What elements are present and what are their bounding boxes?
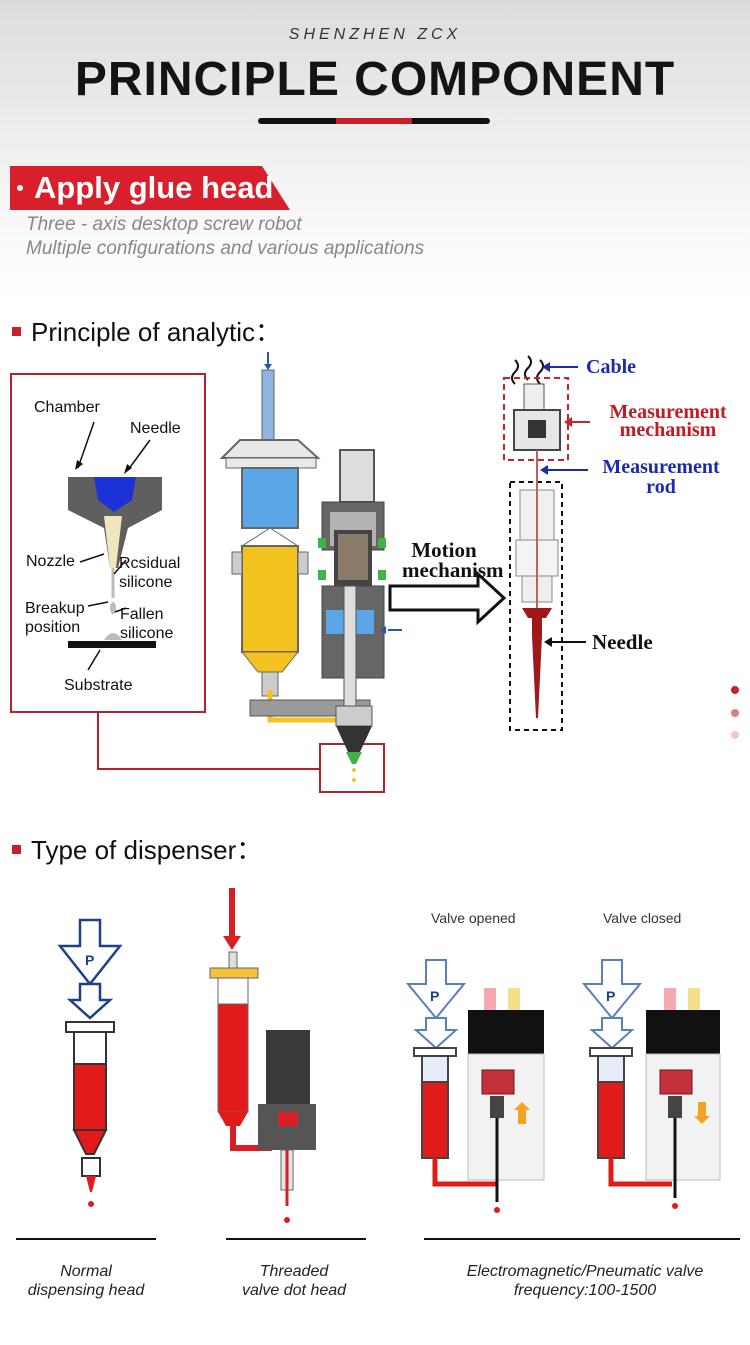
caption-valve-line-2: frequency:100-1500 (513, 1282, 657, 1299)
valve-opened-figure (405, 959, 740, 1240)
pressure-symbol-opened: P (430, 988, 440, 1004)
dispenser-heading: Type of dispenser： (12, 830, 262, 867)
caption-threaded: Threaded valve dot head (222, 1262, 366, 1300)
label-needle: Needle (130, 420, 181, 437)
caption-threaded-line-2: valve dot head (241, 1282, 347, 1299)
threaded-dispenser-figure (209, 888, 366, 1240)
caption-normal-line-2: dispensing head (27, 1282, 145, 1299)
pressure-symbol-closed: P (606, 988, 616, 1004)
glue-head-subtitle-2: Multiple configurations and various appl… (26, 238, 425, 259)
caption-valve: Electromagnetic/Pneumatic valve frequency… (430, 1262, 740, 1300)
measurement-rod-line-1: Measurement (602, 456, 720, 478)
label-residual: Rcsidual silicone (119, 554, 180, 592)
label-fallen-line-1: Fallen (120, 606, 164, 623)
pager-dot-2[interactable] (731, 709, 739, 717)
principle-heading-text: Principle of analytic： (31, 317, 281, 347)
valve-closed-figure (581, 959, 721, 1209)
label-chamber: Chamber (34, 399, 100, 416)
measurement-mechanism-line-1: Measurement (609, 401, 727, 423)
label-residual-line-1: Rcsidual (119, 555, 181, 572)
label-nozzle: Nozzle (26, 553, 75, 570)
measurement-rod-line-2: rod (646, 476, 676, 498)
title-underline-accent (336, 118, 412, 124)
caption-valve-line-1: Electromagnetic/Pneumatic valve (466, 1263, 704, 1280)
principle-heading: Principle of analytic： (12, 312, 281, 349)
label-residual-line-2: silicone (119, 574, 173, 591)
label-breakup-line-2: position (25, 619, 81, 636)
caption-normal: Normal dispensing head (16, 1262, 156, 1300)
motion-label-line-1: Motion (411, 538, 477, 562)
needle-right-label: Needle (592, 630, 653, 654)
label-fallen: Fallen silicone (120, 605, 173, 643)
normal-dispenser-figure (16, 918, 156, 1240)
title-underline (258, 118, 490, 124)
motion-label-line-2: mechanism (402, 558, 504, 582)
label-breakup: Breakup position (25, 599, 85, 637)
glue-head-subtitle-1: Three - axis desktop screw robot (26, 214, 302, 235)
valve-closed-label: Valve closed (603, 910, 682, 926)
header-background (0, 0, 750, 300)
section-bullet-icon (12, 326, 21, 336)
caption-normal-line-1: Normal (60, 1263, 112, 1280)
brand-name: SHENZHEN ZCX (288, 26, 462, 43)
dispenser-heading-text: Type of dispenser： (31, 835, 263, 865)
page-title: PRINCIPLE COMPONENT (74, 53, 676, 106)
label-substrate: Substrate (64, 677, 133, 694)
dispenser-diagram (16, 888, 740, 1240)
pager-dot-3[interactable] (731, 731, 739, 739)
pager-dot-1[interactable] (731, 686, 739, 694)
section-bullet-icon (12, 844, 21, 854)
glue-head-tag: Apply glue head (10, 166, 290, 210)
principle-diagram (10, 352, 590, 793)
measurement-mechanism-line-2: mechanism (619, 419, 717, 441)
pressure-symbol-normal: P (85, 952, 95, 968)
label-fallen-line-2: silicone (120, 625, 174, 642)
caption-threaded-line-1: Threaded (259, 1263, 329, 1280)
cable-label: Cable (586, 356, 636, 378)
glue-head-title: Apply glue head (34, 170, 274, 205)
tag-bullet-icon (17, 185, 23, 191)
tag-shape (10, 166, 290, 210)
label-breakup-line-1: Breakup (25, 600, 85, 617)
valve-opened-label: Valve opened (431, 910, 516, 926)
